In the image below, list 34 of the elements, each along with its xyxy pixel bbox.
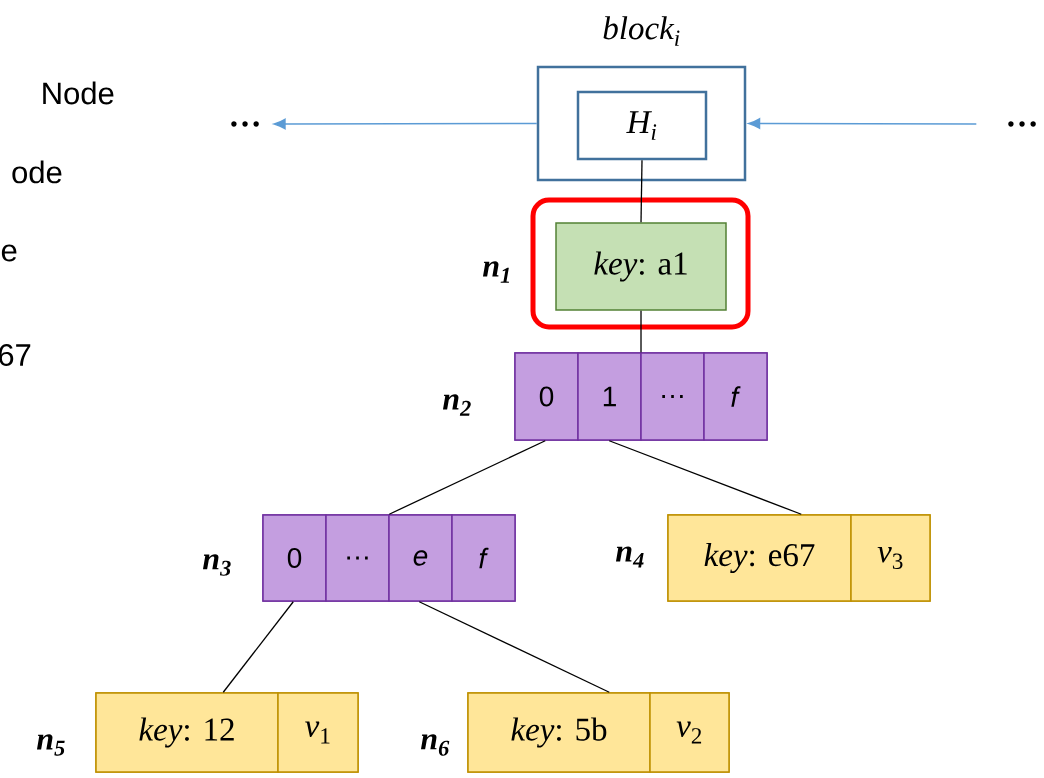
node-label: n$_{1}$ [482,261,510,283]
cell: f [703,352,768,441]
cell: … [640,352,705,441]
node-label: n$_{4}$ [615,546,644,568]
ellipsis: … [231,121,259,127]
node-label: n$_{3}$ [202,554,231,576]
block-title: block$_{i}$ [603,16,680,46]
cell: e [388,514,453,602]
cell: … [325,514,390,602]
hash-box: H$_{i}$ [576,90,708,161]
cell: 0 [262,514,327,602]
leaf-node: key: a1 [555,222,727,311]
ellipsis: … [1008,121,1036,127]
side-label: ode [12,160,62,184]
cell: 1 [577,352,642,441]
node-label: n$_{2}$ [442,394,471,416]
connector-line [222,601,294,693]
cell: f [451,514,516,602]
cell: v$_{1}$ [277,692,359,773]
cell: 0 [514,352,579,441]
side-label: e [1,244,17,262]
connector-line [608,440,802,515]
connector-line [418,601,610,693]
arrow [273,118,538,130]
connector-line [640,310,642,353]
node-label: n$_{5}$ [36,734,65,756]
cell: v$_{3}$ [850,514,931,602]
cell: v$_{2}$ [649,692,730,773]
side-label: Node [43,81,114,105]
highlight-frame [530,197,751,330]
connector-line [640,159,643,223]
arrow [748,118,978,129]
node-label: n$_{6}$ [420,734,450,756]
connector-line [388,440,546,515]
